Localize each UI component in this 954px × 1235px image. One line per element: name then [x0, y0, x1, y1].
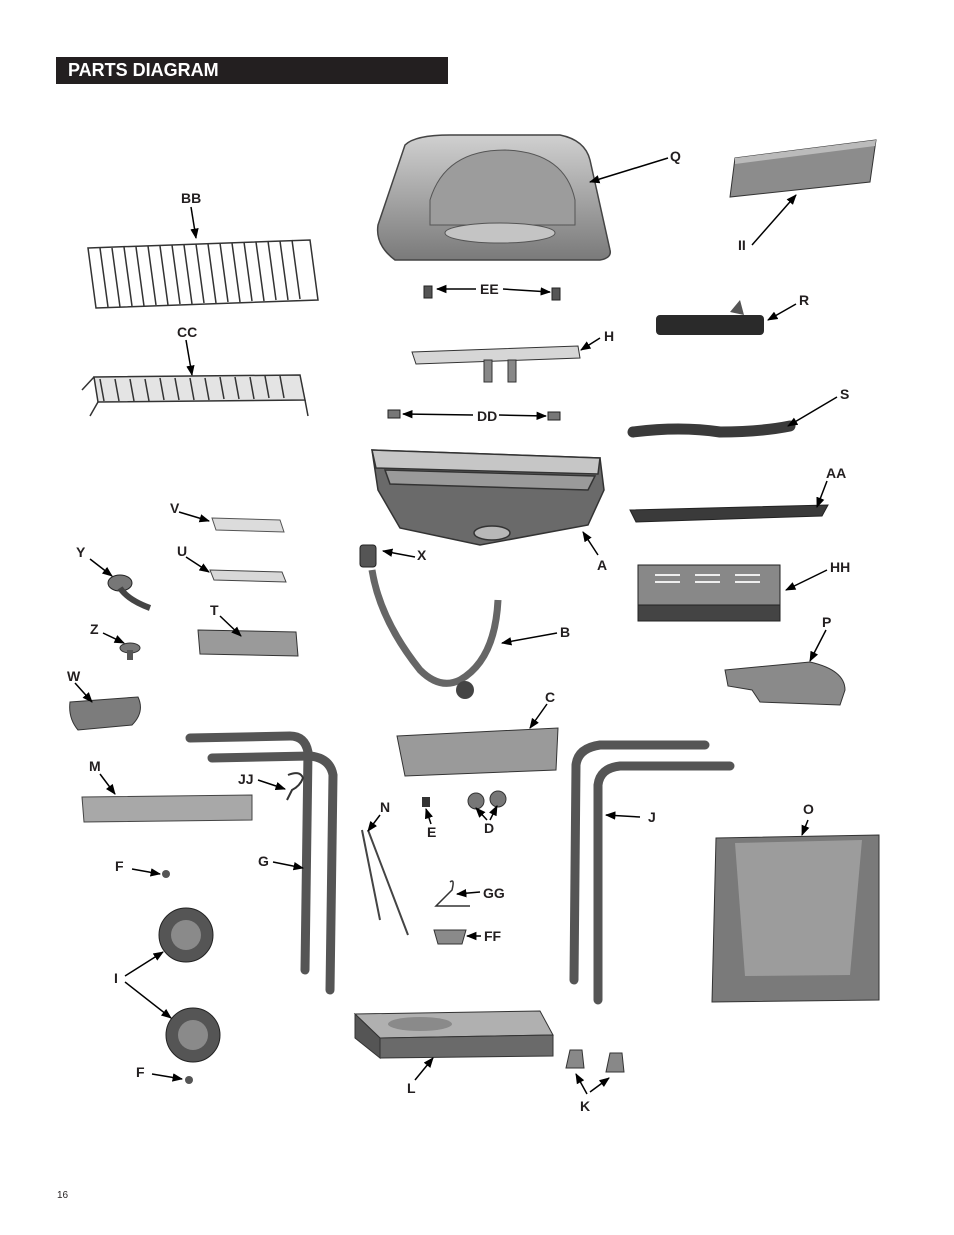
screw-part-f	[162, 870, 170, 878]
foot-part-k	[565, 1049, 625, 1073]
grate-part-v	[211, 517, 285, 533]
shelf-part-p	[724, 661, 846, 706]
label-c: C	[545, 689, 555, 705]
knob-part-z	[119, 642, 141, 660]
tool-part-n	[361, 829, 409, 936]
label-f-upper: F	[115, 858, 124, 874]
logo-part-r	[656, 300, 764, 335]
label-cc: CC	[177, 324, 197, 340]
label-bb: BB	[181, 190, 201, 206]
label-ff: FF	[484, 928, 502, 944]
leg-part-j	[569, 740, 735, 1005]
label-m: M	[89, 758, 101, 774]
label-v: V	[170, 500, 180, 516]
label-b: B	[560, 624, 570, 640]
hook-part-gg	[434, 880, 470, 907]
label-z: Z	[90, 621, 99, 637]
firebox-part-a	[371, 449, 605, 546]
label-e: E	[427, 824, 436, 840]
label-ee: EE	[480, 281, 499, 297]
label-a: A	[597, 557, 607, 573]
label-i: I	[114, 970, 118, 986]
label-n: N	[380, 799, 390, 815]
ignitor-part-y	[107, 574, 152, 611]
warming-rack-part-cc	[81, 374, 309, 417]
label-t: T	[210, 602, 219, 618]
label-x: X	[417, 547, 427, 563]
label-hh: HH	[830, 559, 850, 575]
bracket-part-dd	[387, 409, 561, 421]
panel-part-ii	[729, 139, 877, 198]
crossbar-part-m	[81, 794, 253, 823]
base-part-l	[353, 1010, 554, 1060]
label-gg: GG	[483, 885, 505, 901]
label-d: D	[484, 820, 494, 836]
burner-part-h	[411, 345, 581, 383]
label-r: R	[799, 292, 809, 308]
label-k: K	[580, 1098, 590, 1114]
label-q: Q	[670, 148, 681, 164]
hook-part-jj	[286, 772, 305, 801]
label-g: G	[258, 853, 269, 869]
page-number: 16	[57, 1190, 69, 1201]
tray-part-u	[209, 569, 287, 583]
label-s: S	[840, 386, 849, 402]
plate-part-aa	[629, 504, 829, 523]
label-jj: JJ	[238, 771, 254, 787]
label-p: P	[822, 614, 831, 630]
ignitor-part-e	[422, 797, 430, 807]
screw-part-f-lower	[185, 1076, 193, 1084]
label-u: U	[177, 543, 187, 559]
label-j: J	[648, 809, 656, 825]
label-w: W	[67, 668, 81, 684]
door-part-o	[711, 834, 880, 1003]
label-y: Y	[76, 544, 86, 560]
valve-part-x	[359, 544, 377, 568]
cooking-grate-part-bb	[87, 239, 319, 309]
page-title: PARTS DIAGRAM	[56, 57, 448, 84]
label-o: O	[803, 801, 814, 817]
control-panel-part-w	[69, 696, 141, 731]
label-ii: II	[738, 237, 746, 253]
label-h: H	[604, 328, 614, 344]
wheel-part-i	[158, 907, 221, 1063]
control-panel-part-c	[396, 727, 559, 777]
hinge-part-ee	[423, 285, 561, 301]
panel-part-hh	[637, 564, 781, 622]
label-dd: DD	[477, 408, 497, 424]
hose-part-s	[627, 420, 796, 438]
leg-part-g	[185, 731, 338, 995]
tray-part-t	[197, 629, 299, 657]
label-f-lower: F	[136, 1064, 145, 1080]
hose-part-b	[368, 569, 502, 687]
lid-part-q	[376, 134, 612, 261]
cup-part-ff	[433, 929, 467, 945]
label-l: L	[407, 1080, 416, 1096]
knob-part-d	[467, 790, 507, 810]
label-aa: AA	[826, 465, 846, 481]
